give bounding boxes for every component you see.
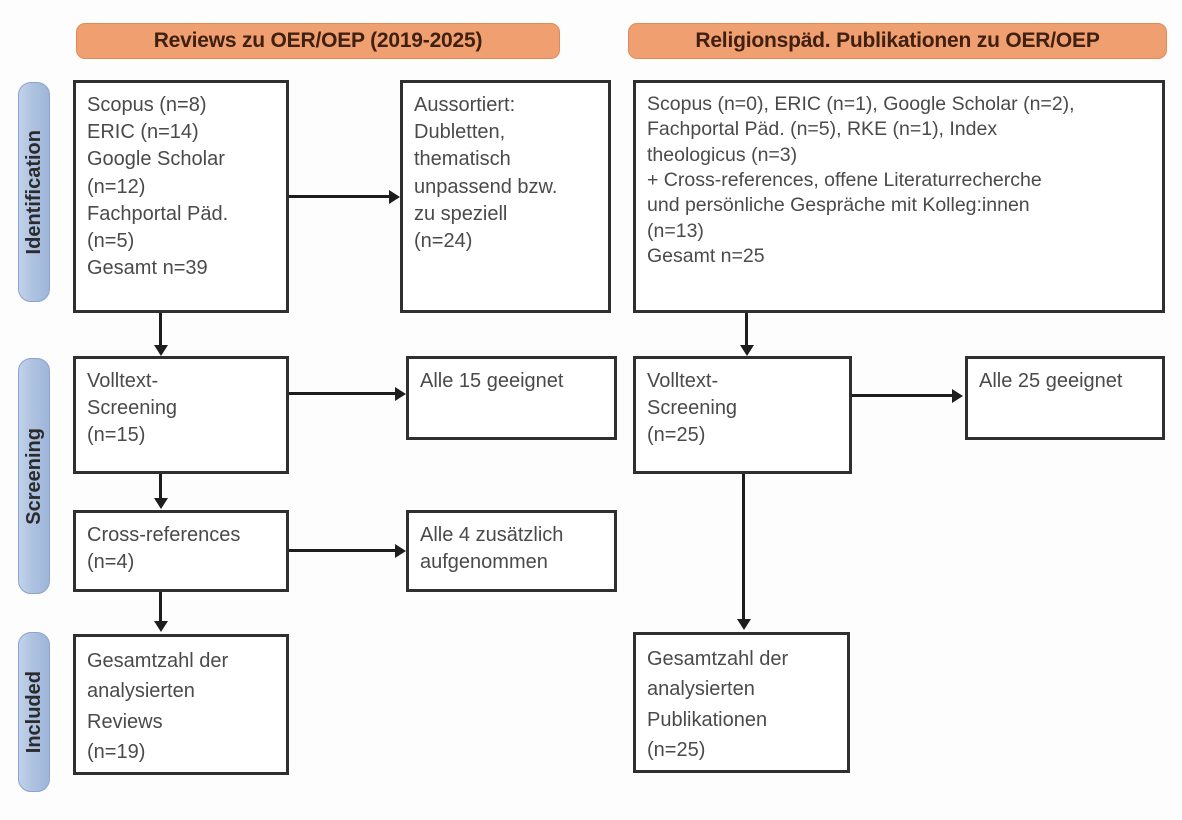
box-left-fulltext-result: Alle 15 geeignet [406, 356, 617, 440]
arrowhead-right-sources-to-fulltext [739, 345, 754, 356]
connector-left-sources-to-fulltext [159, 313, 162, 345]
arrowhead-right-fulltext-to-result [952, 388, 963, 403]
stage-pill-screening-label: Screening [22, 427, 45, 525]
connector-left-crossrefs-to-result [289, 549, 395, 552]
connector-right-fulltext-to-result [852, 394, 952, 397]
box-right-identification-sources: Scopus (n=0), ERIC (n=1), Google Scholar… [633, 80, 1165, 313]
box-right-included-total: Gesamtzahl der analysierten Publikatione… [633, 632, 850, 773]
stage-pill-screening: Screening [18, 358, 50, 594]
stage-pill-identification-label: Identification [22, 129, 45, 255]
arrowhead-right-fulltext-to-included [736, 619, 751, 630]
box-right-fulltext-screening: Volltext- Screening (n=25) [633, 356, 852, 474]
connector-right-sources-to-fulltext [745, 313, 748, 345]
arrowhead-left-fulltext-to-result [395, 386, 406, 401]
box-left-included-total: Gesamtzahl der analysierten Reviews (n=1… [73, 634, 289, 775]
column-header-left-label: Reviews zu OER/OEP (2019-2025) [153, 29, 483, 52]
box-right-fulltext-result: Alle 25 geeignet [965, 356, 1165, 440]
connector-right-fulltext-to-included [742, 474, 745, 619]
box-left-cross-references-result: Alle 4 zusätzlich aufgenommen [406, 510, 617, 592]
stage-pill-included-label: Included [22, 670, 45, 754]
arrowhead-left-sources-to-excluded [389, 189, 400, 204]
column-header-right-label: Religionspäd. Publikationen zu OER/OEP [695, 29, 1100, 52]
arrowhead-left-sources-to-fulltext [153, 345, 168, 356]
connector-left-fulltext-to-crossrefs [159, 474, 162, 498]
stage-pill-identification: Identification [18, 82, 50, 302]
arrowhead-left-crossrefs-to-included [153, 621, 168, 632]
column-header-right: Religionspäd. Publikationen zu OER/OEP [628, 23, 1167, 59]
box-left-identification-sources: Scopus (n=8) ERIC (n=14) Google Scholar … [73, 80, 289, 313]
arrowhead-left-fulltext-to-crossrefs [153, 498, 168, 509]
stage-pill-included: Included [18, 632, 50, 792]
column-header-left: Reviews zu OER/OEP (2019-2025) [76, 23, 560, 59]
arrowhead-left-crossrefs-to-result [395, 543, 406, 558]
box-left-excluded: Aussortiert: Dubletten, thematisch unpas… [400, 80, 611, 313]
box-left-fulltext-screening: Volltext- Screening (n=15) [73, 356, 289, 474]
connector-left-sources-to-excluded [289, 195, 389, 198]
connector-left-fulltext-to-result [289, 392, 395, 395]
connector-left-crossrefs-to-included [159, 592, 162, 621]
box-left-cross-references: Cross-references (n=4) [73, 510, 289, 592]
